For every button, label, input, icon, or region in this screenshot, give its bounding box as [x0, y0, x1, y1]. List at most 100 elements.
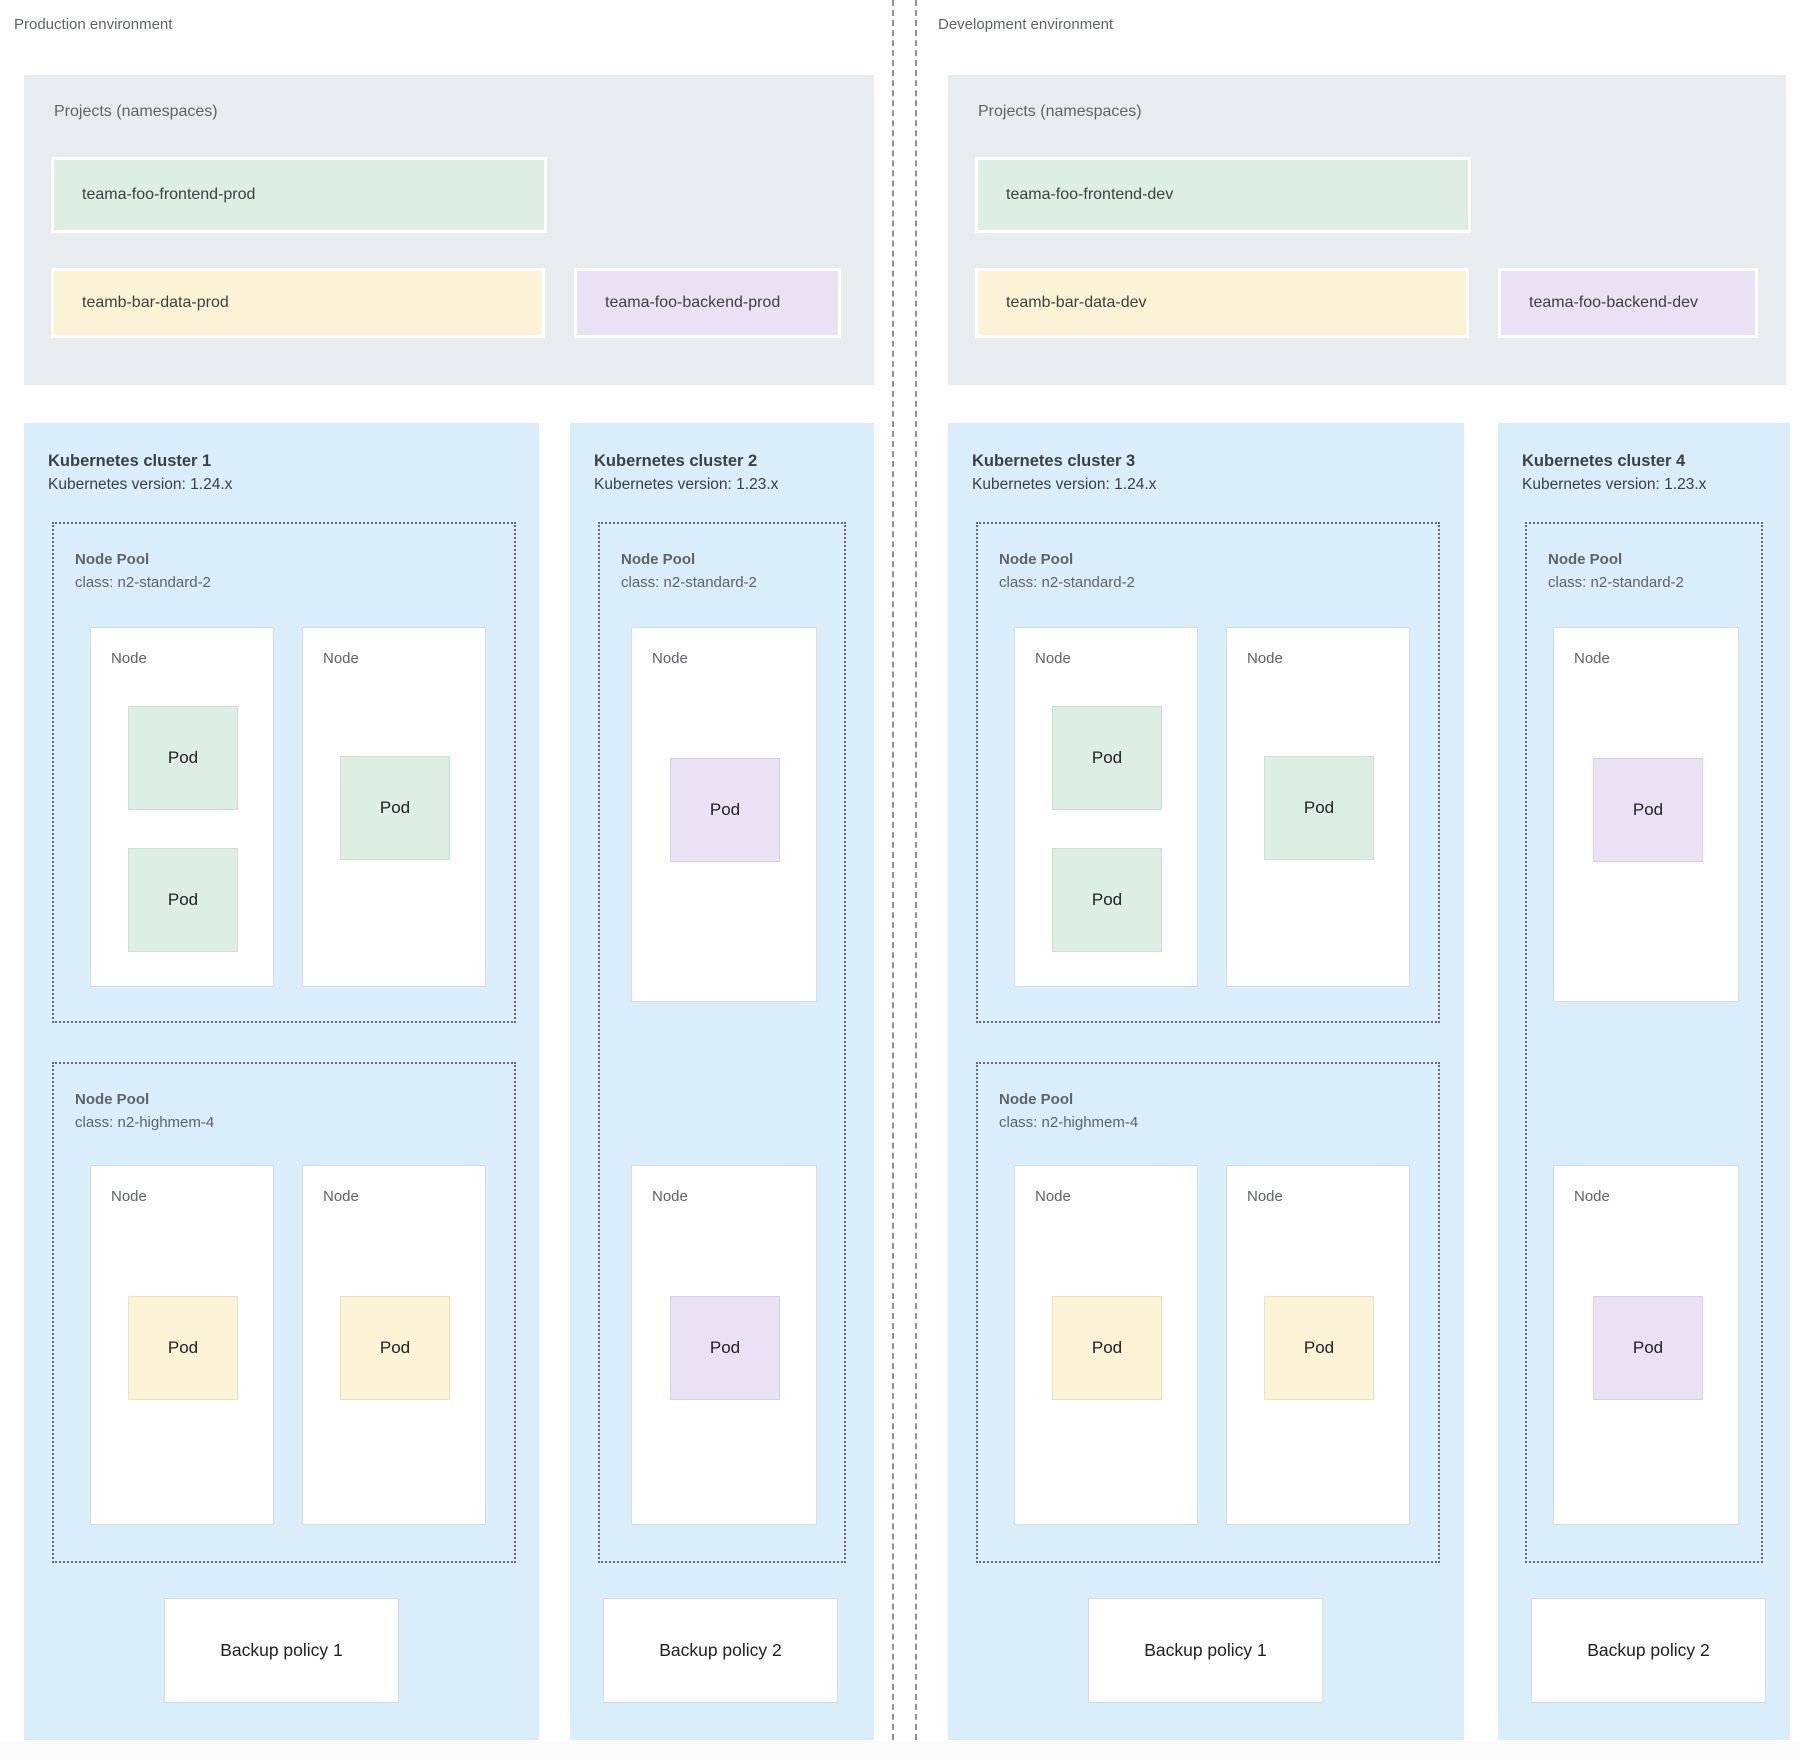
node-pool: Node Pool class: n2-standard-2 Node Pod …	[976, 522, 1440, 1023]
node-box: Node Pod	[1553, 1165, 1739, 1525]
node-box: Node Pod	[1014, 1165, 1198, 1525]
cluster-title: Kubernetes cluster 2	[594, 452, 758, 470]
node-pool: Node Pool class: n2-highmem-4 Node Pod N…	[52, 1062, 516, 1563]
node-pool-class: class: n2-standard-2	[1548, 574, 1684, 591]
cluster-version: Kubernetes version: 1.24.x	[48, 476, 233, 493]
cluster-version: Kubernetes version: 1.24.x	[972, 476, 1157, 493]
node-pool-label-block: Node Pool class: n2-highmem-4	[75, 1088, 214, 1134]
pod-box: Pod	[1593, 1296, 1703, 1400]
node-pool-class: class: n2-highmem-4	[75, 1114, 215, 1131]
cluster-title: Kubernetes cluster 3	[972, 452, 1136, 470]
node-pool-class: class: n2-standard-2	[621, 574, 757, 591]
projects-panel-title: Projects (namespaces)	[54, 103, 218, 120]
node-label: Node	[1035, 1188, 1071, 1205]
node-pool: Node Pool class: n2-standard-2 Node Pod …	[1525, 522, 1763, 1563]
cluster-title: Kubernetes cluster 1	[48, 452, 212, 470]
projects-panel-title: Projects (namespaces)	[978, 103, 1142, 120]
pod-box: Pod	[1052, 848, 1162, 952]
namespace-name: teama-foo-backend-prod	[605, 294, 781, 311]
backup-policy-box: Backup policy 2	[1531, 1598, 1766, 1703]
kubernetes-cluster-2: Kubernetes cluster 2 Kubernetes version:…	[570, 423, 874, 1740]
namespace-name: teama-foo-backend-dev	[1529, 294, 1698, 311]
backup-policy-box: Backup policy 1	[164, 1598, 399, 1703]
node-label: Node	[652, 1188, 688, 1205]
node-pool-label-block: Node Pool class: n2-standard-2	[75, 548, 211, 594]
node-box: Node Pod	[1226, 627, 1410, 987]
node-box: Node Pod Pod	[90, 627, 274, 987]
node-label: Node	[323, 1188, 359, 1205]
namespace-box: teama-foo-backend-prod	[574, 268, 841, 338]
node-box: Node Pod Pod	[1014, 627, 1198, 987]
pod-box: Pod	[670, 1296, 780, 1400]
node-label: Node	[1574, 650, 1610, 667]
namespace-name: teama-foo-frontend-dev	[1006, 186, 1174, 203]
pod-box: Pod	[340, 1296, 450, 1400]
pod-box: Pod	[1264, 756, 1374, 860]
namespace-box: teama-foo-frontend-dev	[975, 157, 1471, 233]
page-footer-strip	[0, 1741, 1800, 1760]
node-pool-label-block: Node Pool class: n2-standard-2	[1548, 548, 1684, 594]
namespace-name: teamb-bar-data-dev	[1006, 294, 1147, 311]
node-box: Node Pod	[631, 1165, 817, 1525]
node-label: Node	[1574, 1188, 1610, 1205]
node-pool-label-block: Node Pool class: n2-standard-2	[621, 548, 757, 594]
node-pool-label: Node Pool	[75, 1091, 150, 1108]
node-pool-label: Node Pool	[75, 551, 150, 568]
node-label: Node	[652, 650, 688, 667]
cluster-version: Kubernetes version: 1.23.x	[594, 476, 779, 493]
environment-label-production: Production environment	[14, 16, 173, 33]
namespace-box: teama-foo-frontend-prod	[51, 157, 547, 233]
node-pool-label-block: Node Pool class: n2-highmem-4	[999, 1088, 1138, 1134]
pod-box: Pod	[1052, 706, 1162, 810]
pod-box: Pod	[1264, 1296, 1374, 1400]
environment-separator-line	[915, 0, 917, 1760]
node-label: Node	[111, 1188, 147, 1205]
cluster-title-block: Kubernetes cluster 4 Kubernetes version:…	[1522, 449, 1706, 496]
cluster-title: Kubernetes cluster 4	[1522, 452, 1686, 470]
node-pool-label: Node Pool	[999, 1091, 1074, 1108]
environment-label-development: Development environment	[938, 16, 1114, 33]
pod-box: Pod	[340, 756, 450, 860]
pod-box: Pod	[128, 848, 238, 952]
node-box: Node Pod	[1553, 627, 1739, 1002]
node-pool-class: class: n2-standard-2	[999, 574, 1135, 591]
backup-policy-box: Backup policy 2	[603, 1598, 838, 1703]
node-pool-class: class: n2-highmem-4	[999, 1114, 1139, 1131]
projects-panel-production: Projects (namespaces) teama-foo-frontend…	[24, 75, 874, 385]
namespace-box: teamb-bar-data-dev	[975, 268, 1469, 338]
node-label: Node	[1247, 650, 1283, 667]
node-box: Node Pod	[90, 1165, 274, 1525]
cluster-version: Kubernetes version: 1.23.x	[1522, 476, 1707, 493]
node-pool-class: class: n2-standard-2	[75, 574, 211, 591]
node-pool-label-block: Node Pool class: n2-standard-2	[999, 548, 1135, 594]
node-pool: Node Pool class: n2-standard-2 Node Pod …	[598, 522, 846, 1563]
namespace-name: teamb-bar-data-prod	[82, 294, 229, 311]
node-label: Node	[111, 650, 147, 667]
cluster-title-block: Kubernetes cluster 2 Kubernetes version:…	[594, 449, 778, 496]
environment-separator-line	[892, 0, 894, 1760]
kubernetes-cluster-3: Kubernetes cluster 3 Kubernetes version:…	[948, 423, 1464, 1740]
pod-box: Pod	[1593, 758, 1703, 862]
node-label: Node	[323, 650, 359, 667]
pod-box: Pod	[128, 1296, 238, 1400]
node-pool: Node Pool class: n2-highmem-4 Node Pod N…	[976, 1062, 1440, 1563]
node-box: Node Pod	[302, 1165, 486, 1525]
namespace-box: teamb-bar-data-prod	[51, 268, 545, 338]
kubernetes-cluster-4: Kubernetes cluster 4 Kubernetes version:…	[1498, 423, 1790, 1740]
node-pool-label: Node Pool	[621, 551, 696, 568]
node-label: Node	[1035, 650, 1071, 667]
namespace-box: teama-foo-backend-dev	[1498, 268, 1758, 338]
cluster-title-block: Kubernetes cluster 1 Kubernetes version:…	[48, 449, 232, 496]
node-pool-label: Node Pool	[999, 551, 1074, 568]
namespace-name: teama-foo-frontend-prod	[82, 186, 256, 203]
pod-box: Pod	[128, 706, 238, 810]
node-pool-label: Node Pool	[1548, 551, 1623, 568]
projects-panel-development: Projects (namespaces) teama-foo-frontend…	[948, 75, 1786, 385]
node-label: Node	[1247, 1188, 1283, 1205]
backup-policy-box: Backup policy 1	[1088, 1598, 1323, 1703]
node-pool: Node Pool class: n2-standard-2 Node Pod …	[52, 522, 516, 1023]
pod-box: Pod	[670, 758, 780, 862]
kubernetes-cluster-1: Kubernetes cluster 1 Kubernetes version:…	[24, 423, 539, 1740]
pod-box: Pod	[1052, 1296, 1162, 1400]
